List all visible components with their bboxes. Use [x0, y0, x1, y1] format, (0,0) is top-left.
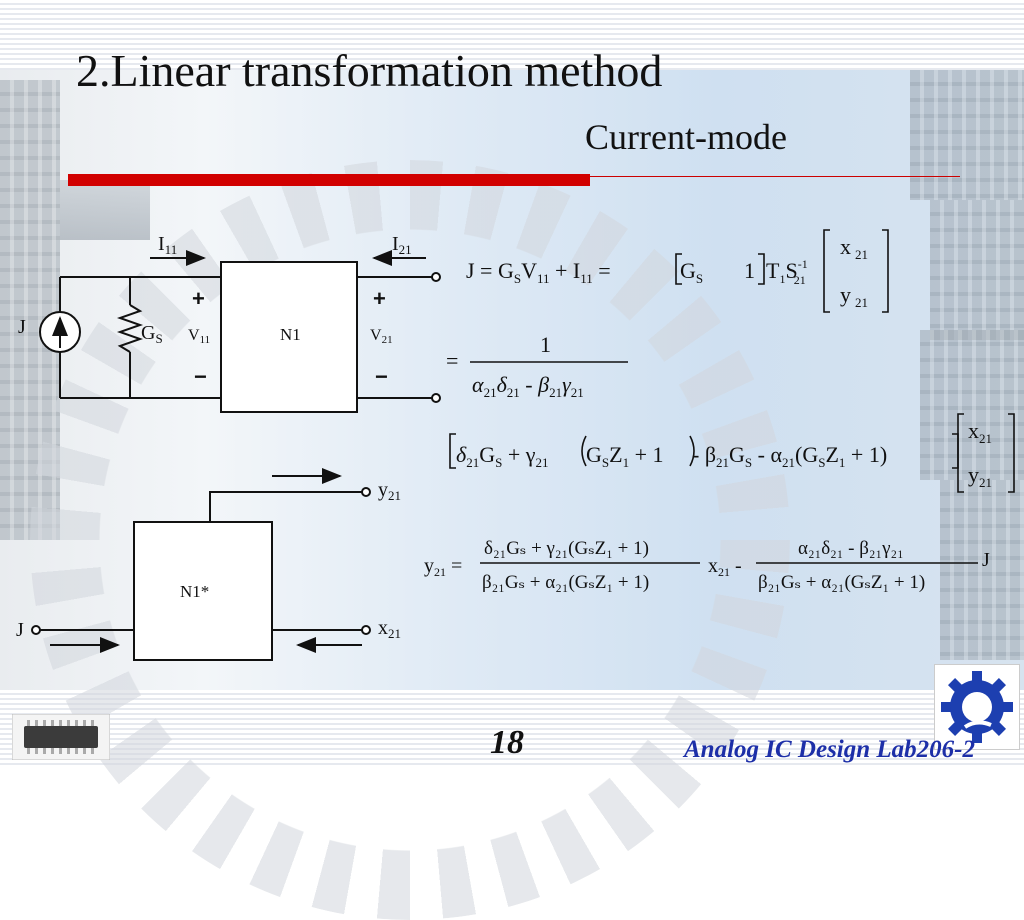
label-j-source: J [18, 316, 26, 338]
building-left-roof [60, 180, 150, 240]
svg-text:J = GSV11 + I11 =: J = GSV11 + I11 = [466, 258, 611, 286]
svg-text:GSZ1 + 1: GSZ1 + 1 [586, 442, 664, 470]
n1-star-block [133, 521, 273, 661]
label-n1: N1 [280, 325, 301, 344]
equation-4: y21 = δ₂₁Gₛ + γ₂₁(GₛZ₁ + 1) β₂₁Gₛ + α₂₁(… [424, 538, 990, 593]
gear-logo-icon [934, 664, 1020, 750]
svg-text:- β21GS - α21(GSZ1 + 1): - β21GS - α21(GSZ1 + 1) [692, 442, 887, 470]
svg-text:δ21GS + γ21: δ21GS + γ21 [456, 442, 549, 470]
svg-text:y21: y21 [968, 462, 992, 490]
label-x21: x21 [378, 617, 401, 641]
svg-text:=: = [446, 348, 458, 373]
bottom-circuit [31, 468, 371, 661]
plus-right: + [373, 286, 386, 311]
svg-text:1: 1 [744, 258, 755, 283]
page-number: 18 [490, 724, 524, 761]
eq1-brackets [675, 229, 889, 313]
svg-text:J: J [982, 549, 990, 571]
svg-text:GS: GS [680, 258, 703, 286]
minus-right: − [375, 364, 388, 389]
label-v21: V21 [370, 327, 393, 346]
svg-text:α21δ21 - β21γ21: α21δ21 - β21γ21 [472, 372, 584, 400]
plus-left: + [192, 286, 205, 311]
svg-text:y21: y21 [840, 282, 868, 310]
label-y21: y21 [378, 479, 401, 503]
conductance-resistor [116, 304, 144, 353]
eq3-brackets [449, 413, 1015, 493]
building-right-top [910, 70, 1024, 200]
svg-text:δ₂₁Gₛ + γ₂₁(GₛZ₁ + 1): δ₂₁Gₛ + γ₂₁(GₛZ₁ + 1) [484, 538, 649, 559]
svg-text:β₂₁Gₛ + α₂₁(GₛZ₁ + 1): β₂₁Gₛ + α₂₁(GₛZ₁ + 1) [758, 572, 925, 593]
tower-right [940, 480, 1024, 660]
ic-chip-icon [12, 714, 110, 760]
svg-text:α₂₁δ₂₁ - β₂₁γ₂₁: α₂₁δ₂₁ - β₂₁γ₂₁ [798, 538, 904, 559]
svg-text:x21: x21 [840, 234, 868, 262]
label-i21: I21 [392, 233, 412, 257]
svg-text:x21 -: x21 - [708, 555, 742, 579]
slide-content-svg: I11 I21 J GS V11 V21 N1 + + − − N1* y21 … [16, 229, 1015, 661]
building-right-mid [930, 200, 1024, 340]
building-right-lower [920, 330, 1024, 480]
svg-text:1: 1 [540, 332, 551, 357]
svg-text:y21 =: y21 = [424, 555, 462, 579]
svg-text:x21: x21 [968, 418, 992, 446]
slide-title: 2.Linear transformation method [76, 45, 663, 96]
label-n1-star: N1* [180, 582, 209, 601]
label-gs: GS [141, 322, 163, 346]
title-underline-thin [590, 176, 960, 177]
equation-3: δ21GS + γ21 GSZ1 + 1 - β21GS - α21(GSZ1 … [456, 418, 992, 490]
footer-lab-name: Analog IC Design Lab206-2 [684, 736, 976, 763]
equation-2: = 1 α21δ21 - β21γ21 [446, 332, 584, 400]
minus-left: − [194, 364, 207, 389]
label-j-bottom: J [16, 619, 24, 641]
n1-block [220, 261, 358, 413]
title-underline-bar [68, 174, 590, 186]
slide-subtitle: Current-mode [585, 117, 787, 157]
svg-text:T1S-121: T1S-121 [766, 257, 808, 287]
top-circuit [39, 250, 441, 413]
label-i11: I11 [158, 233, 177, 257]
svg-text:β₂₁Gₛ + α₂₁(GₛZ₁ + 1): β₂₁Gₛ + α₂₁(GₛZ₁ + 1) [482, 572, 649, 593]
label-v11: V11 [188, 327, 210, 346]
